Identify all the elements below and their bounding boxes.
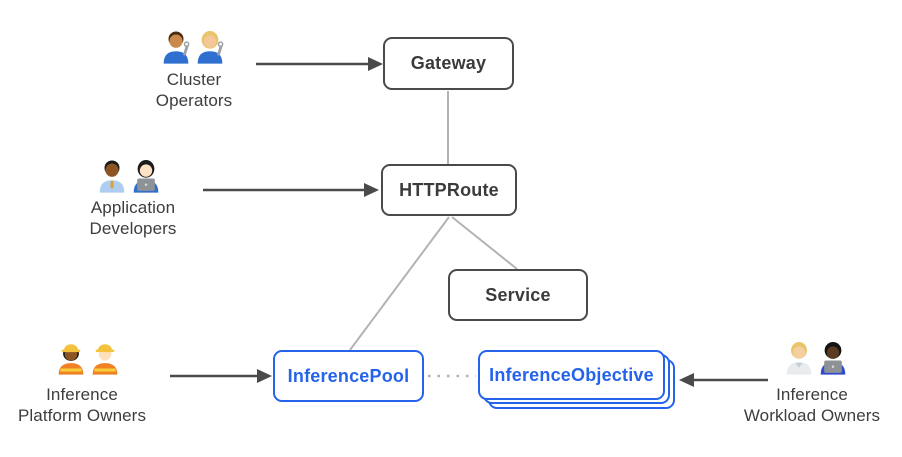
node-inference-pool: InferencePool xyxy=(273,350,424,402)
inference-workload-owners-label-line2: Workload Owners xyxy=(743,406,881,425)
edge-httproute-inferencepool xyxy=(349,216,450,351)
woman-technologist-emoji-icon xyxy=(133,160,159,193)
node-gateway: Gateway xyxy=(383,37,514,90)
cluster-operators-label: Cluster Operators xyxy=(84,69,304,111)
cluster-operators-label-line1: Cluster xyxy=(166,70,222,89)
woman-construction-worker-emoji-icon xyxy=(58,344,84,375)
person-white-coat-emoji-icon xyxy=(786,342,812,375)
inference-platform-owners-label-line2: Platform Owners xyxy=(17,406,147,425)
arrow-cluster-operators-gateway xyxy=(256,57,383,71)
application-developers-label: Application Developers xyxy=(23,197,243,239)
woman-mechanic-emoji-icon xyxy=(197,31,224,64)
man-construction-worker-emoji-icon xyxy=(92,344,118,375)
inference-workload-owners-label: Inference Workload Owners xyxy=(702,384,902,426)
node-httproute-label: HTTPRoute xyxy=(399,179,499,200)
application-developers-label-line1: Application xyxy=(90,198,176,217)
edge-httproute-service xyxy=(451,216,518,270)
inference-platform-owners-icons xyxy=(56,338,120,376)
inference-workload-owners-icons xyxy=(784,338,848,376)
node-service: Service xyxy=(448,269,588,321)
cluster-operators-icons xyxy=(161,27,225,65)
inference-platform-owners-label-line1: Inference xyxy=(46,385,118,404)
application-developers-label-line2: Developers xyxy=(89,219,177,238)
cluster-operators-label-line2: Operators xyxy=(155,91,233,110)
arrow-workload-owners-inferenceobjective xyxy=(679,373,768,387)
man-mechanic-emoji-icon xyxy=(163,31,190,64)
man-office-worker-emoji-icon xyxy=(99,160,125,193)
inference-platform-owners-label: Inference Platform Owners xyxy=(0,384,192,426)
arrow-platform-owners-inferencepool xyxy=(170,369,272,383)
node-inference-objective-label: InferenceObjective xyxy=(489,364,654,385)
node-gateway-label: Gateway xyxy=(410,53,487,73)
node-service-label: Service xyxy=(485,284,551,305)
person-technologist-dark-emoji-icon xyxy=(820,342,846,375)
arrow-application-developers-httproute xyxy=(203,183,379,197)
inference-workload-owners-label-line1: Inference xyxy=(776,385,848,404)
node-httproute: HTTPRoute xyxy=(381,164,517,216)
node-inference-objective: InferenceObjective xyxy=(478,350,665,400)
application-developers-icons xyxy=(97,156,161,194)
node-inference-pool-label: InferencePool xyxy=(287,365,410,386)
